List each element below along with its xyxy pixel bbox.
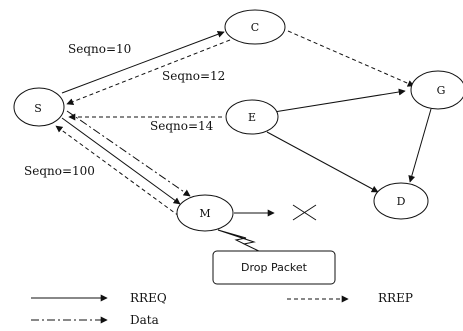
node-m	[176, 194, 234, 232]
edge-c-g-rrep	[287, 30, 415, 87]
edge-g-d-rreq	[408, 108, 432, 183]
edge-s-m-rreq	[61, 117, 181, 205]
edge-c-s-rrep	[66, 39, 231, 105]
edge-e-d-rreq	[266, 131, 379, 193]
node-s	[13, 87, 65, 127]
node-c-label: C	[251, 21, 259, 34]
edge-label-c-s: Seqno=12	[162, 69, 225, 83]
drop-packet-label: Drop Packet	[241, 261, 308, 274]
node-g-label: G	[437, 84, 446, 97]
edge-s-c-rreq	[61, 30, 225, 94]
edge-m-s-rrep	[55, 125, 180, 217]
nodes	[13, 9, 463, 232]
edge-label-m-s: Seqno=100	[24, 164, 95, 178]
edges	[55, 30, 432, 217]
legend-data-label: Data	[130, 313, 159, 327]
node-d	[373, 182, 429, 220]
legend	[31, 294, 349, 324]
edge-e-g-rreq	[273, 88, 406, 113]
node-e	[225, 99, 279, 135]
edge-label-e-s: Seqno=14	[150, 119, 214, 133]
legend-rreq-label: RREQ	[130, 291, 167, 305]
edge-s-m-data	[66, 110, 191, 197]
node-g	[410, 70, 463, 110]
node-d-label: D	[397, 195, 406, 208]
drop-packet-box	[212, 250, 336, 285]
drop-cross-icon	[292, 204, 317, 221]
lightning-bolt-icon	[217, 229, 264, 254]
legend-rrep-label: RREP	[378, 291, 413, 305]
node-e-label: E	[248, 111, 256, 124]
node-c	[224, 9, 286, 45]
node-s-label: S	[34, 102, 42, 115]
node-m-label: M	[199, 207, 210, 220]
edge-label-s-c: Seqno=10	[68, 42, 131, 56]
